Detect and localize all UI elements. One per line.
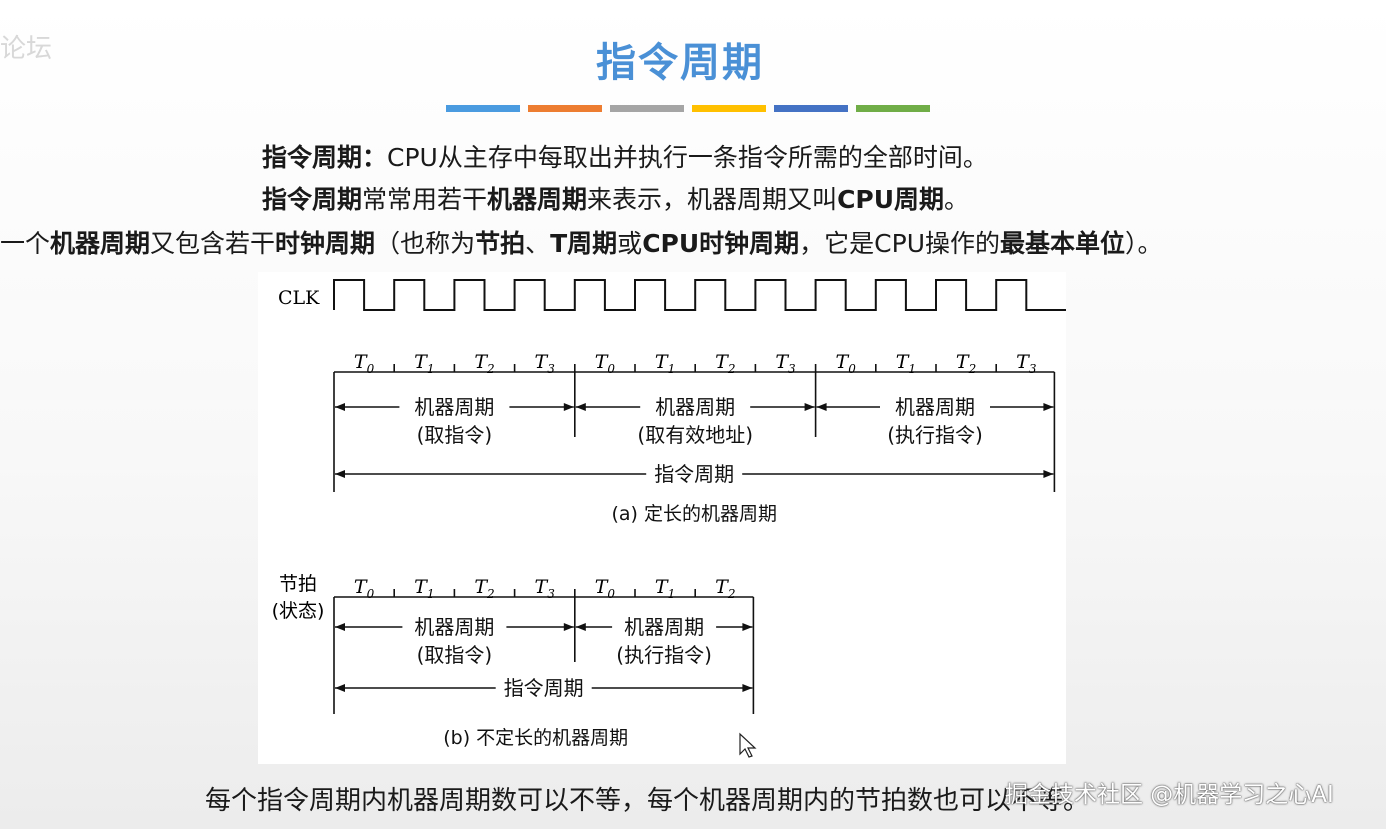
fig-a-caption: (a) 定长的机器周期 <box>611 503 777 525</box>
text-segment: 节拍 <box>475 229 526 258</box>
text-segment: 、 <box>525 229 551 258</box>
tick-label: T0 <box>836 351 857 376</box>
machine-cycle-arrow-head-left <box>575 623 586 631</box>
color-bar-segment <box>528 105 602 112</box>
label-bg <box>612 612 717 638</box>
color-bar-segment <box>610 105 684 112</box>
tick-label: T1 <box>896 351 916 376</box>
instruction-cycle-arrow-head-left <box>335 684 345 692</box>
tick-label: T1 <box>414 351 434 376</box>
machine-cycle-label: 机器周期 <box>414 395 494 419</box>
text-segment: ）。 <box>1125 229 1163 258</box>
text-segment: 机器周期 <box>487 185 588 214</box>
machine-cycle-desc: (执行指令) <box>616 643 712 667</box>
label-bg <box>399 392 510 418</box>
color-bar-segment <box>692 105 766 112</box>
tick-label: T3 <box>535 351 556 376</box>
text-segment: ，它是CPU操作的 <box>799 229 1001 258</box>
tick-label: T3 <box>535 576 556 601</box>
definition-line-2: 指令周期常常用若干机器周期来表示，机器周期又叫CPU周期。 <box>262 180 969 216</box>
tick-label: T0 <box>354 576 375 601</box>
text-segment: 来表示，机器周期又叫 <box>587 185 838 214</box>
tick-label: T0 <box>595 351 616 376</box>
definition-line-3: 一个机器周期又包含若干时钟周期（也称为节拍、T周期或CPU时钟周期，它是CPU操… <box>0 224 1163 260</box>
tick-label: T0 <box>354 351 375 376</box>
tick-label: T3 <box>1016 351 1037 376</box>
machine-cycle-label: 机器周期 <box>655 395 735 419</box>
definition-line-1: 指令周期：CPU从主存中每取出并执行一条指令所需的全部时间。 <box>262 138 988 174</box>
footer-watermark: 掘金技术社区 @机器学习之心AI <box>1005 782 1334 808</box>
machine-cycle-label: 机器周期 <box>414 615 494 639</box>
row-label-state: (状态) <box>272 600 325 622</box>
color-bar-segment <box>856 105 930 112</box>
text-segment: 或 <box>617 229 643 258</box>
tick-label: T0 <box>595 576 616 601</box>
tick-label: T2 <box>474 576 494 601</box>
bottom-note: 每个指令周期内机器周期数可以不等，每个机器周期内的节拍数也可以不等。 <box>205 786 1090 816</box>
machine-cycle-arrow-head-left <box>575 403 586 411</box>
machine-cycle-arrow-head-right <box>804 403 815 411</box>
machine-cycle-desc: (取指令) <box>417 423 493 447</box>
instruction-cycle-arrow-head-right <box>1043 470 1054 478</box>
machine-cycle-desc: (执行指令) <box>887 423 983 447</box>
text-segment: 时钟周期 <box>275 229 376 258</box>
text-segment: 。 <box>944 185 970 214</box>
text-segment: 指令周期： <box>262 143 388 172</box>
label-bg <box>646 460 743 486</box>
text-segment: 常常用若干 <box>362 185 488 214</box>
machine-cycle-arrow-head-right <box>1043 403 1054 411</box>
machine-cycle-desc: (取有效地址) <box>637 423 753 447</box>
title-color-bar <box>446 105 930 112</box>
label-bg <box>495 674 592 700</box>
label-bg <box>880 392 990 418</box>
clk-waveform <box>333 279 1066 311</box>
color-bar-segment <box>774 105 848 112</box>
text-segment: 指令周期 <box>262 185 363 214</box>
tick-label: T1 <box>414 576 434 601</box>
fig-b-caption: (b) 不定长的机器周期 <box>443 727 628 749</box>
tick-label: T2 <box>715 351 735 376</box>
instruction-cycle-arrow-head-left <box>335 470 345 478</box>
text-segment: CPU从主存中每取出并执行一条指令所需的全部时间。 <box>387 143 988 172</box>
machine-cycle-arrow-head-left <box>335 403 345 411</box>
machine-cycle-label: 机器周期 <box>895 395 975 419</box>
machine-cycle-label: 机器周期 <box>624 615 704 639</box>
color-bar-segment <box>446 105 520 112</box>
machine-cycle-desc: (取指令) <box>417 643 493 667</box>
text-segment: T周期 <box>550 229 618 258</box>
text-segment: CPU时钟周期 <box>642 229 800 258</box>
instruction-cycle-arrow-head-right <box>742 684 753 692</box>
row-label-beat: 节拍 <box>279 573 317 595</box>
clk-label: CLK <box>278 287 320 309</box>
instruction-cycle-label: 指令周期 <box>504 676 584 700</box>
tick-label: T2 <box>715 576 735 601</box>
machine-cycle-arrow-head-right <box>563 623 574 631</box>
machine-cycle-arrow-head-right <box>563 403 574 411</box>
tick-label: T1 <box>655 576 675 601</box>
instruction-cycle-label: 指令周期 <box>654 462 734 486</box>
text-segment: 又包含若干 <box>150 229 276 258</box>
watermark-logo: 论坛 <box>0 34 53 64</box>
text-segment: （也称为 <box>375 229 476 258</box>
tick-label: T1 <box>655 351 675 376</box>
slide-title: 指令周期 <box>596 40 764 86</box>
text-segment: 最基本单位 <box>1000 229 1126 258</box>
mouse-cursor-icon <box>739 732 757 758</box>
machine-cycle-arrow-head-left <box>335 623 345 631</box>
text-segment: 一个 <box>0 229 51 258</box>
machine-cycle-arrow-head-right <box>742 623 753 631</box>
tick-label: T2 <box>474 351 494 376</box>
label-bg <box>640 392 751 418</box>
tick-label: T2 <box>956 351 976 376</box>
tick-label: T3 <box>775 351 796 376</box>
text-segment: 机器周期 <box>50 229 151 258</box>
text-segment: CPU周期 <box>837 185 945 214</box>
machine-cycle-arrow-head-left <box>816 403 827 411</box>
label-bg <box>402 612 507 638</box>
